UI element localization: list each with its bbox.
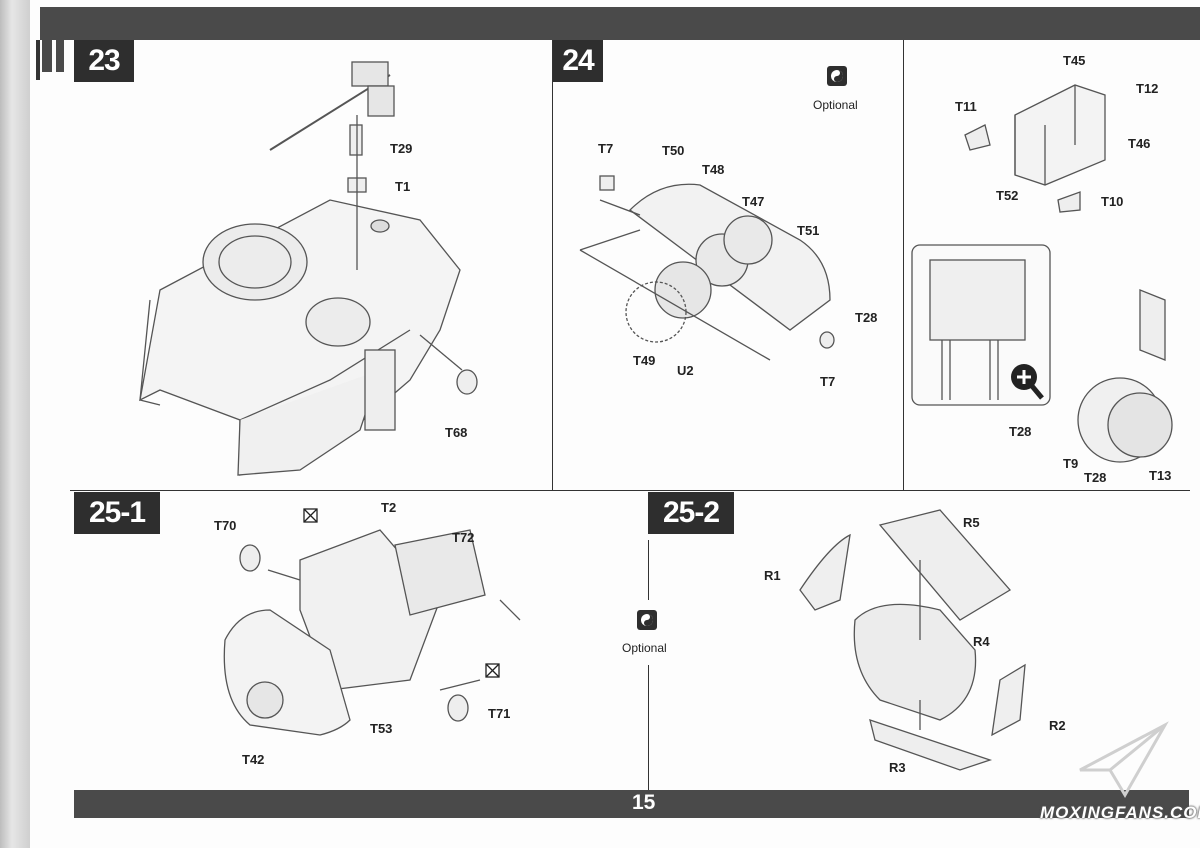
storage-bin-drawing <box>579 175 835 361</box>
page-number: 15 <box>632 791 656 814</box>
step-25-1-badge: 25-1 <box>74 492 160 534</box>
site-watermark: MOXINGFANS.COM <box>1040 803 1200 822</box>
yin-yang-icon-25 <box>637 610 657 630</box>
step-23-badge: 23 <box>74 40 134 82</box>
part-label-r5: R5 <box>963 515 980 530</box>
step-25-2-badge: 25-2 <box>648 492 734 534</box>
part-label-t49: T49 <box>633 353 656 368</box>
optional-label-24: Optional <box>813 98 858 112</box>
part-label-t52: T52 <box>996 188 1019 203</box>
crossed-box-icon-2 <box>485 663 500 678</box>
part-label-t12: T12 <box>1136 81 1159 96</box>
page-binding-shadow <box>0 0 30 848</box>
part-label-t1: T1 <box>395 179 411 194</box>
part-label-t53: T53 <box>370 721 393 736</box>
bin-assembly-25-2 <box>799 509 1026 771</box>
part-label-t71: T71 <box>488 706 511 721</box>
part-label-t42: T42 <box>242 752 265 767</box>
part-label-t7-bottom: T7 <box>820 374 836 389</box>
part-label-t10: T10 <box>1101 194 1124 209</box>
zoom-inset <box>911 244 1173 463</box>
divider-vertical-24-inset <box>903 40 904 490</box>
divider-horizontal-main <box>70 490 1190 491</box>
part-label-t2: T2 <box>381 500 397 515</box>
paper-plane-icon <box>1079 721 1169 798</box>
part-label-t51: T51 <box>797 223 820 238</box>
optional-label-25: Optional <box>622 641 667 655</box>
part-label-t28-inset-a: T28 <box>1009 424 1032 439</box>
part-label-r3: R3 <box>889 760 906 775</box>
header-tab-left <box>42 30 52 72</box>
rack-drawing <box>964 84 1106 213</box>
divider-vertical-23-24 <box>552 40 553 490</box>
part-label-t47: T47 <box>742 194 765 209</box>
part-label-t45: T45 <box>1063 53 1086 68</box>
step-24-badge: 24 <box>553 40 603 82</box>
part-label-t50: T50 <box>662 143 685 158</box>
part-label-t70: T70 <box>214 518 237 533</box>
part-label-u2: U2 <box>677 363 694 378</box>
divider-vertical-25 <box>648 540 649 600</box>
divider-vertical-25b <box>648 665 649 790</box>
part-label-t48: T48 <box>702 162 725 177</box>
turret-drawing <box>139 61 478 476</box>
part-label-t7-top: T7 <box>598 141 614 156</box>
part-label-t28: T28 <box>855 310 878 325</box>
magnifier-plus-icon <box>1011 364 1044 400</box>
footer-bar <box>74 790 1189 818</box>
part-label-t72: T72 <box>452 530 475 545</box>
page-edge-mark <box>36 40 40 80</box>
part-label-t29: T29 <box>390 141 413 156</box>
part-label-r2: R2 <box>1049 718 1066 733</box>
part-label-t13: T13 <box>1149 468 1172 483</box>
crossed-box-icon <box>303 508 318 523</box>
part-label-t9: T9 <box>1063 456 1079 471</box>
part-label-t46: T46 <box>1128 136 1151 151</box>
bin-assembly-25-1 <box>223 529 521 736</box>
header-bar <box>40 7 1200 40</box>
part-label-t68: T68 <box>445 425 468 440</box>
part-label-r4: R4 <box>973 634 990 649</box>
part-label-t28-inset-b: T28 <box>1084 470 1107 485</box>
header-tab-left-2 <box>56 30 64 72</box>
yin-yang-icon <box>827 66 847 86</box>
part-label-r1: R1 <box>764 568 781 583</box>
part-label-t11: T11 <box>955 99 977 114</box>
